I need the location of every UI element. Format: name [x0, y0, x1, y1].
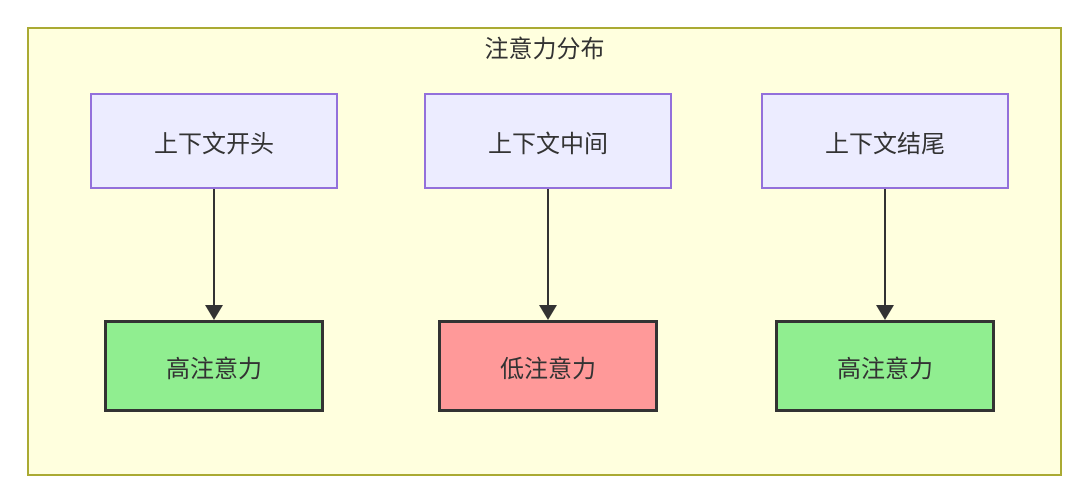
node-high-attention-1: 高注意力 — [104, 320, 324, 412]
node-label: 高注意力 — [166, 354, 262, 383]
node-context-start: 上下文开头 — [90, 93, 338, 189]
node-high-attention-2: 高注意力 — [775, 320, 995, 412]
node-label: 上下文中间 — [488, 129, 608, 158]
node-label: 上下文结尾 — [825, 129, 945, 158]
node-context-middle: 上下文中间 — [424, 93, 672, 189]
down-arrow-connector — [205, 189, 223, 320]
node-label: 低注意力 — [500, 354, 596, 383]
diagram-title: 注意力分布 — [484, 35, 605, 63]
node-context-end: 上下文结尾 — [761, 93, 1009, 189]
down-arrow-connector — [539, 189, 557, 320]
node-label: 高注意力 — [837, 354, 933, 383]
node-label: 上下文开头 — [154, 129, 274, 158]
node-low-attention: 低注意力 — [438, 320, 658, 412]
down-arrow-connector — [876, 189, 894, 320]
